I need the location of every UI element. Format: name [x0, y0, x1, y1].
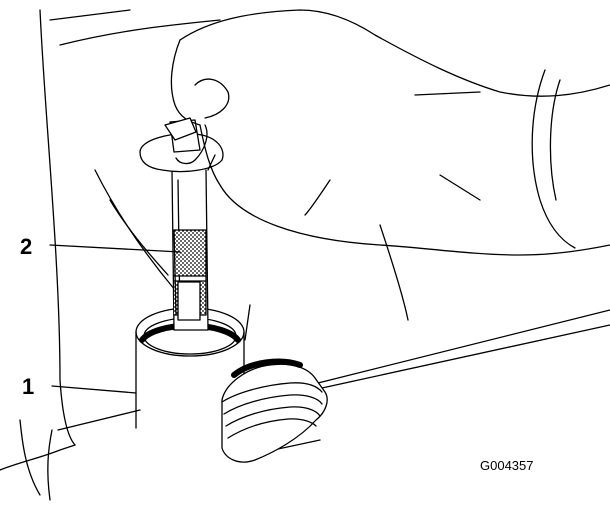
- engine-body-outline: [0, 9, 610, 501]
- figure-id: G004357: [480, 458, 534, 473]
- callout-2-label: 2: [20, 234, 33, 259]
- dipstick: [139, 119, 224, 331]
- callout-1-label: 1: [22, 374, 35, 399]
- callout-1-leader: [51, 385, 137, 394]
- fill-tube-cap: [221, 358, 328, 463]
- hand: [164, 9, 610, 256]
- callout-2-leader: [49, 244, 181, 253]
